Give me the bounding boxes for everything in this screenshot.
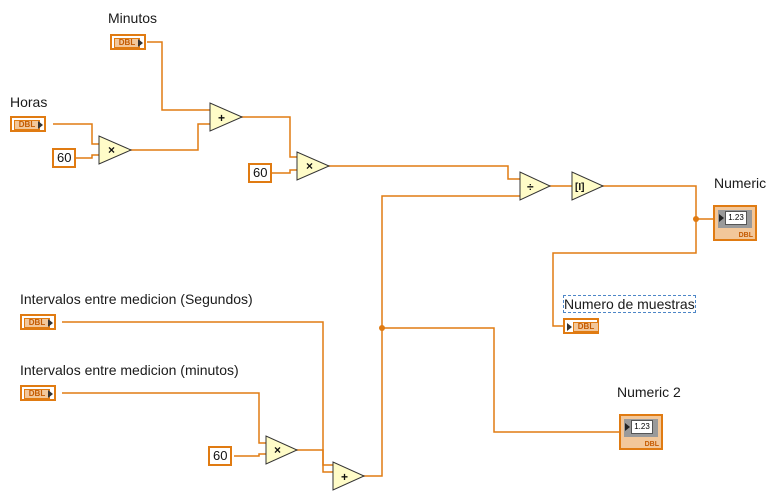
junction-dot [693,216,699,222]
multiply-symbol: × [274,443,281,457]
dbl-tag: DBL [14,120,40,130]
control-intervalos-segundos[interactable]: DBL [20,314,56,330]
dbl-tag: DBL [114,38,140,48]
input-arrow-icon [719,214,724,222]
output-arrow-icon [48,390,53,398]
dbl-tag: DBL [644,441,659,448]
label-intervalos-segundos: Intervalos entre medicion (Segundos) [20,291,253,307]
add-node [209,102,244,132]
output-arrow-icon [38,121,43,129]
add-symbol: + [341,470,348,484]
wire-const3 [234,453,266,457]
dbl-tag: DBL [738,232,753,239]
label-horas: Horas [10,94,48,110]
control-minutos[interactable]: DBL [110,34,146,50]
multiply-node [296,151,331,181]
multiply-node [265,435,299,465]
divide-symbol: ÷ [527,180,534,194]
dbl-tag: DBL [24,318,50,328]
dbl-tag: DBL [24,389,50,399]
indicator-numeric2[interactable]: 1.23 DBL [619,414,663,450]
indicator-value: 1.23 [631,420,653,434]
label-intervalos-minutos: Intervalos entre medicion (minutos) [20,362,239,378]
wire-seg [62,321,333,466]
wire-const1 [76,154,99,159]
wire-round-numeric [602,185,713,220]
multiply-node [98,135,133,165]
constant-60[interactable]: 60 [208,446,233,466]
wire-mult1-add1 [130,123,210,151]
indicator-value: 1.23 [725,211,747,225]
multiply-symbol: × [108,143,115,157]
label-numero-muestras[interactable]: Numero de muestras [563,295,696,313]
wire-add2-divide [363,195,520,477]
wire-mult3-add2 [296,449,333,473]
wire-min [62,392,266,444]
add-node [332,461,366,491]
output-arrow-icon [138,39,143,47]
add-symbol: + [218,111,225,125]
wire-branch-muestras [552,219,697,327]
wire-add1-mult2 [241,116,297,158]
label-minutos: Minutos [108,10,158,26]
junction-dot [379,325,385,331]
output-arrow-icon [48,319,53,327]
indicator-numeric[interactable]: 1.23 DBL [713,205,757,241]
indicator-numero-muestras[interactable]: DBL [563,318,599,334]
round-symbol: [I] [575,182,584,193]
input-arrow-icon [625,423,630,431]
constant-60[interactable]: 60 [52,148,77,168]
wire-mult2-divide [327,165,520,180]
wire-horas [53,123,99,145]
label-numeric2: Numeric 2 [617,384,681,400]
wire-minutos [147,41,210,111]
wire-const2 [272,169,297,174]
divide-node [519,171,552,201]
round-node [571,171,605,201]
control-horas[interactable]: DBL [10,116,46,132]
dbl-tag: DBL [573,322,599,332]
wire-branch-numeric2 [382,327,619,433]
constant-60[interactable]: 60 [248,163,273,183]
control-intervalos-minutos[interactable]: DBL [20,385,56,401]
label-numeric: Numeric [714,175,767,191]
input-arrow-icon [567,323,572,331]
multiply-symbol: × [306,159,313,173]
